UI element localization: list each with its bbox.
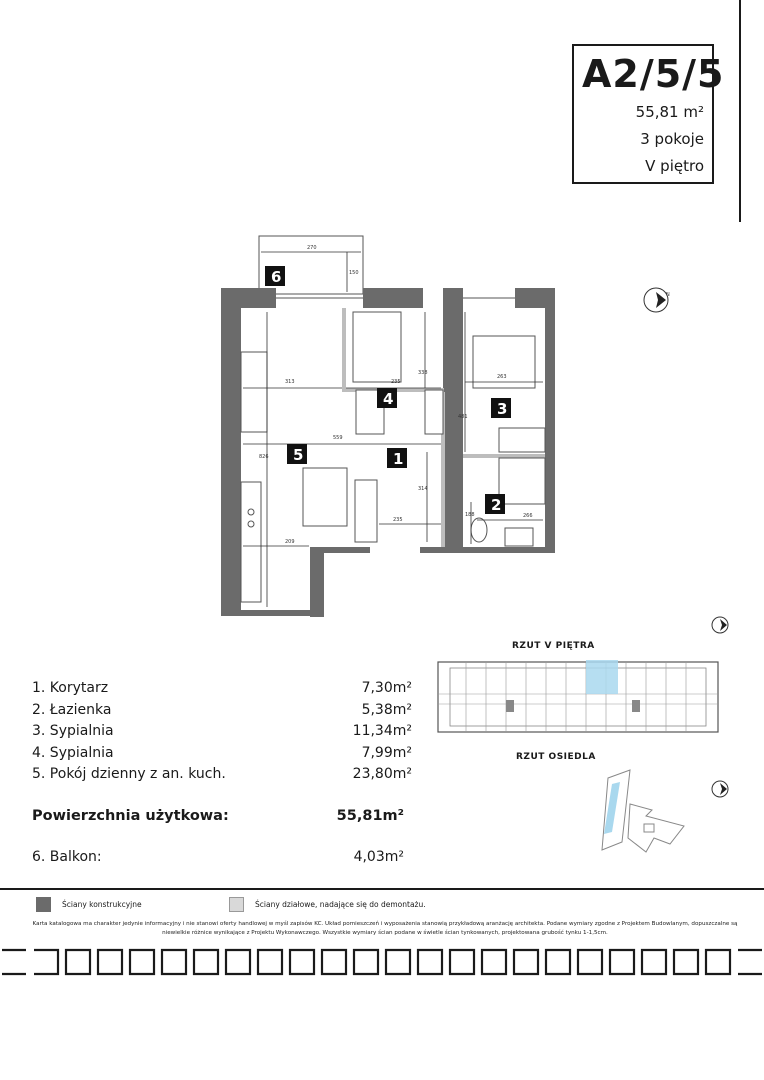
disclaimer: Karta katalogowa ma charakter jedynie in…	[32, 921, 738, 936]
structural-walls	[221, 288, 555, 617]
dim-label: 270	[307, 245, 317, 251]
unit-info-box	[572, 44, 714, 184]
balcony-name: 6. Balkon:	[32, 849, 102, 865]
room-name: 3. Sypialnia	[32, 723, 114, 739]
balcony-area: 4,03m²	[353, 849, 404, 865]
estate-map-title: RZUT OSIEDLA	[516, 752, 596, 762]
structural-wall-swatch	[36, 897, 51, 912]
shower	[498, 457, 546, 505]
svg-text:2: 2	[491, 496, 501, 514]
room-area: 7,99m²	[361, 744, 412, 761]
wardrobe-room-4b	[424, 389, 444, 435]
dim-label: 314	[418, 486, 428, 492]
unit-highlight	[586, 660, 618, 694]
dim-label: 235	[391, 379, 401, 385]
dim-label: 266	[523, 513, 533, 519]
dim-label: 338	[418, 370, 428, 376]
floor-map-title: RZUT V PIĘTRA	[512, 641, 595, 651]
estate-map	[601, 769, 685, 853]
dim-label: 826	[259, 454, 269, 460]
legend-partition: Ściany działowe, nadające się do demonta…	[255, 900, 426, 909]
room-tag-1: 1	[387, 448, 407, 468]
list-item: 2. Łazienka 5,38m²	[32, 702, 412, 724]
dim-label: 150	[349, 270, 359, 276]
room-name: 1. Korytarz	[32, 680, 109, 696]
dim-label: 188	[465, 512, 475, 518]
balcony: 270 150	[258, 235, 364, 295]
dim-label: 263	[497, 374, 507, 380]
partition-wall-swatch	[229, 897, 244, 912]
total-label: Powierzchnia użytkowa:	[32, 808, 229, 824]
room-tag-2: 2	[485, 494, 505, 514]
room-area: 11,34m²	[352, 723, 412, 739]
room-name: 4. Sypialnia	[32, 744, 114, 761]
north-arrow-icon	[711, 780, 729, 798]
north-arrow-icon	[711, 616, 729, 634]
unit-floor: V piętro	[645, 157, 704, 175]
wardrobe	[240, 351, 268, 433]
room-tag-3: 3	[491, 398, 511, 418]
total-area: 55,81m²	[336, 808, 404, 824]
room-tag-6: 6	[265, 266, 285, 286]
dining-table	[302, 467, 348, 527]
svg-text:5: 5	[293, 446, 303, 464]
wardrobe-room-3	[498, 427, 546, 453]
legend-structural: Ściany konstrukcyjne	[62, 900, 142, 909]
dim-label: 559	[333, 435, 343, 441]
list-item: 3. Sypialnia 11,34m²	[32, 723, 412, 745]
room-area: 23,80m²	[352, 766, 412, 782]
cabinet	[354, 479, 378, 543]
dim-label: 481	[458, 414, 468, 420]
room-area: 7,30m²	[361, 680, 412, 696]
room-area: 5,38m²	[361, 701, 412, 718]
dim-label: 209	[285, 539, 295, 545]
unit-code: A2/5/5	[582, 52, 725, 96]
unit-rooms: 3 pokoje	[640, 130, 704, 148]
room-list: 1. Korytarz 7,30m² 2. Łazienka 5,38m² 3.…	[32, 680, 412, 788]
svg-text:4: 4	[383, 390, 393, 408]
washbasin	[504, 527, 534, 547]
unit-area: 55,81 m²	[635, 103, 704, 121]
room-name: 5. Pokój dzienny z an. kuch.	[32, 766, 226, 782]
decorative-border	[2, 948, 762, 976]
svg-text:6: 6	[271, 268, 281, 286]
list-item: 5. Pokój dzienny z an. kuch. 23,80m²	[32, 766, 412, 788]
north-arrow-icon: N	[643, 287, 670, 313]
dim-label: 235	[393, 517, 403, 523]
room-name: 2. Łazienka	[32, 701, 112, 718]
list-item: 1. Korytarz 7,30m²	[32, 680, 412, 702]
list-item: 4. Sypialnia 7,99m²	[32, 745, 412, 767]
room-tag-5: 5	[287, 444, 307, 464]
bed-room-3	[472, 335, 536, 389]
building-floor-map	[437, 660, 719, 733]
toilet	[470, 517, 488, 543]
svg-text:N: N	[666, 292, 670, 298]
divider	[0, 888, 764, 890]
kitchen-counter	[240, 481, 262, 603]
svg-text:3: 3	[497, 400, 507, 418]
floor-plan: 270 150 313	[221, 235, 555, 617]
bed-room-4	[352, 311, 402, 383]
svg-text:1: 1	[393, 450, 403, 468]
header-rule	[739, 0, 741, 222]
room-tag-4: 4	[377, 388, 397, 408]
dim-label: 313	[285, 379, 295, 385]
